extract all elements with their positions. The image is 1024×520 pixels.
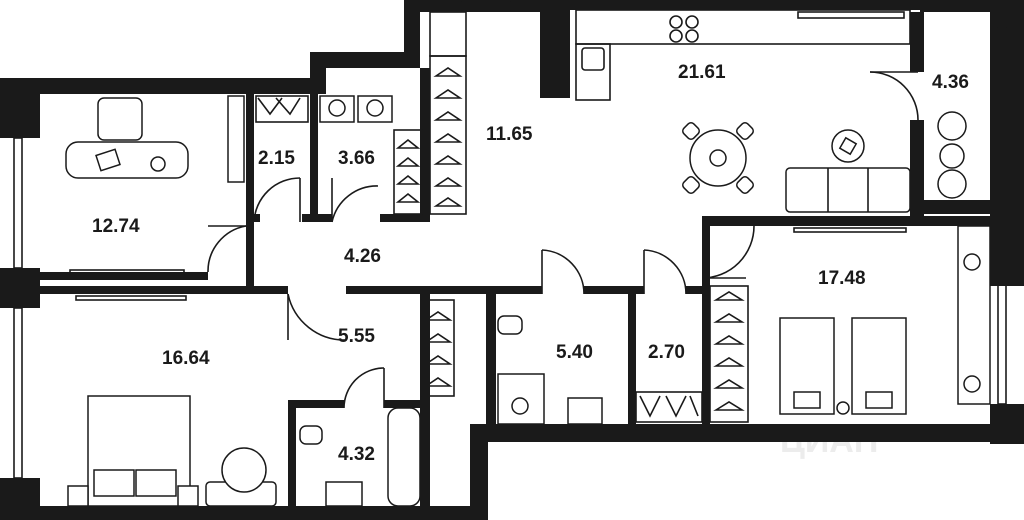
area-label-bedroom-kids: 17.48 — [818, 268, 866, 289]
area-label-wardrobe: 2.70 — [648, 342, 685, 363]
area-label-kitchen-living: 21.61 — [678, 62, 726, 83]
area-label-bathroom-main: 5.40 — [556, 342, 593, 363]
area-label-study: 12.74 — [92, 216, 140, 237]
area-label-balcony: 4.36 — [932, 72, 969, 93]
internal-walls — [30, 12, 990, 510]
door-swings — [207, 71, 919, 409]
area-label-bathroom-ensuite: 4.32 — [338, 444, 375, 465]
area-label-closet-small: 2.15 — [258, 148, 295, 169]
area-label-bedroom-master: 16.64 — [162, 348, 210, 369]
area-labels: 21.61 4.36 11.65 12.74 2.15 3.66 4.26 17… — [92, 62, 969, 465]
area-label-hall: 11.65 — [486, 124, 533, 145]
area-label-dressing-master: 5.55 — [338, 326, 375, 347]
furniture — [65, 9, 991, 507]
area-label-laundry: 3.66 — [338, 148, 375, 169]
area-label-corridor: 4.26 — [344, 246, 381, 267]
